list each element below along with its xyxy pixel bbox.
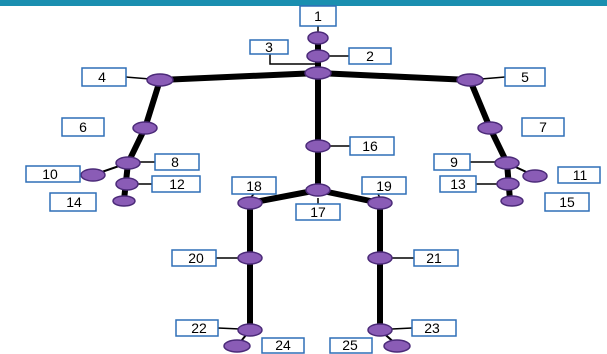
label-box-4: [81, 67, 127, 87]
joint-16: [305, 139, 331, 153]
label-box-13: [439, 175, 477, 193]
label-box-11: [557, 166, 601, 184]
label-12: 12: [169, 176, 185, 192]
label-box-16: [349, 136, 395, 156]
label-5: 5: [521, 69, 529, 85]
label-box-23: [411, 319, 457, 337]
label-box-2: [348, 47, 392, 65]
label-box-5: [504, 67, 546, 87]
label-box-17: [295, 203, 341, 221]
label-13: 13: [450, 176, 466, 192]
label-box-22: [175, 319, 219, 337]
label-1: 1: [314, 8, 322, 24]
label-box-20: [171, 249, 217, 267]
leader-22: [217, 327, 241, 330]
label-box-8: [154, 153, 200, 171]
label-21: 21: [426, 250, 442, 266]
label-9: 9: [450, 154, 458, 170]
label-7: 7: [539, 119, 547, 135]
joint-11: [522, 169, 548, 183]
label-box-19: [361, 176, 407, 195]
label-box-18: [231, 176, 277, 195]
joint-2: [306, 49, 330, 63]
label-3: 3: [265, 39, 273, 55]
joint-14: [112, 195, 136, 207]
label-box-9: [433, 153, 471, 171]
label-box-21: [413, 249, 459, 267]
joint-7: [477, 121, 503, 135]
label-box-25: [329, 337, 373, 354]
joint-19: [367, 196, 393, 210]
joint-8: [115, 156, 141, 170]
label-23: 23: [424, 320, 440, 336]
label-2: 2: [366, 48, 374, 64]
label-15: 15: [559, 194, 575, 210]
joint-18: [237, 196, 263, 210]
joint-24: [223, 339, 251, 353]
label-17: 17: [310, 204, 326, 220]
label-24: 24: [275, 337, 291, 353]
joint-10: [80, 168, 106, 182]
top-bar: [0, 0, 607, 6]
bone-left-upper-arm: [142, 77, 163, 131]
label-8: 8: [171, 154, 179, 170]
label-16: 16: [362, 138, 378, 154]
leader-3: [269, 54, 318, 65]
bone-right-shoulder: [315, 70, 473, 83]
leader-lines: [125, 26, 506, 330]
label-6: 6: [79, 119, 87, 135]
label-box-15: [544, 192, 590, 212]
bone-right-upper-arm: [467, 77, 493, 131]
label-box-6: [61, 117, 105, 137]
label-25: 25: [342, 337, 358, 353]
label-10: 10: [42, 166, 58, 182]
label-box-3: [249, 39, 289, 55]
joint-9: [494, 156, 520, 170]
label-4: 4: [98, 69, 106, 85]
label-22: 22: [191, 320, 207, 336]
label-box-1: [299, 5, 337, 27]
leader-4: [125, 76, 151, 80]
joint-20: [237, 251, 263, 265]
leader-5: [480, 76, 506, 80]
joint-21: [367, 251, 393, 265]
label-18: 18: [246, 178, 262, 194]
label-box-7: [521, 117, 565, 137]
label-box-14: [49, 192, 97, 212]
label-11: 11: [573, 167, 588, 183]
joint-labels: 1 2 3 4 5 6 7 8 9 10 11 12 13 14 15 16 1: [25, 5, 601, 354]
label-19: 19: [376, 178, 392, 194]
joint-13: [496, 177, 520, 191]
label-box-10: [25, 165, 81, 183]
label-20: 20: [188, 250, 204, 266]
joint-5: [456, 73, 484, 87]
joint-23: [367, 323, 393, 337]
joint-3: [304, 66, 332, 80]
joint-15: [500, 195, 524, 207]
leader-23: [391, 327, 413, 330]
joint-12: [115, 177, 139, 191]
joint-17: [305, 183, 331, 197]
joints: [80, 31, 548, 353]
label-box-24: [261, 337, 305, 354]
label-14: 14: [66, 194, 82, 210]
joint-4: [146, 73, 174, 87]
joint-25: [383, 339, 411, 353]
joint-22: [237, 323, 263, 337]
joint-1: [307, 31, 329, 45]
joint-6: [132, 121, 158, 135]
label-box-12: [151, 175, 201, 193]
bone-left-shoulder: [157, 70, 321, 83]
